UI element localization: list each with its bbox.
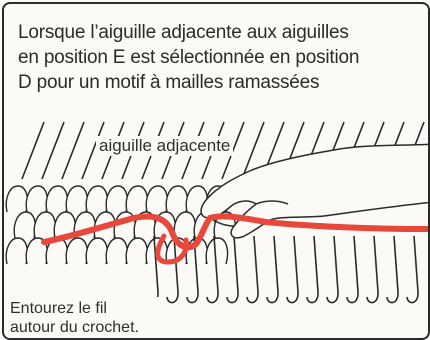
- stitch-loop: [126, 238, 147, 264]
- needle-hook: [247, 236, 258, 303]
- needle-hook: [267, 236, 278, 303]
- needle-hook: [347, 236, 358, 303]
- caption-line-1: Lorsque l’aiguille adjacente aux aiguill…: [18, 20, 418, 45]
- needle-hook: [367, 236, 378, 303]
- instruction-line-1: Entourez le fil: [10, 299, 160, 318]
- caption: Lorsque l’aiguille adjacente aux aiguill…: [18, 20, 418, 95]
- stitch-loop: [26, 186, 47, 212]
- needle-hook: [307, 236, 318, 303]
- needle-hook: [287, 236, 298, 303]
- instruction-label: Entourez le fil autour du crochet.: [6, 297, 164, 340]
- needle-hook: [387, 236, 398, 303]
- stitch-loop: [6, 238, 27, 264]
- needle-shaft: [22, 122, 44, 179]
- needle-hook: [327, 236, 338, 303]
- stitch-loop: [34, 212, 55, 238]
- stitch-loop: [86, 186, 107, 212]
- stitch-loop: [66, 238, 87, 264]
- needle-hook: [407, 236, 418, 303]
- adjacent-needle-label: aiguille adjacente: [96, 136, 233, 156]
- instruction-line-2: autour du crochet.: [10, 318, 160, 337]
- caption-line-2: en position E est sélectionnée en positi…: [18, 45, 418, 70]
- stitch-loop: [126, 186, 147, 212]
- stitch-loop: [146, 186, 167, 212]
- stitch-loop: [206, 238, 227, 264]
- needle-hook: [227, 236, 238, 303]
- stitch-loop: [106, 238, 127, 264]
- stitch-loop: [166, 186, 187, 212]
- stitch-loop: [106, 186, 127, 212]
- stitch-loop: [14, 212, 35, 238]
- stitch-loop: [86, 238, 107, 264]
- stitch-loop: [46, 186, 67, 212]
- stitch-loop: [6, 186, 27, 212]
- needle-shaft: [62, 122, 84, 179]
- knitted-fabric: [6, 186, 235, 264]
- stitch-loop: [66, 186, 87, 212]
- caption-line-3: D pour un motif à mailles ramassées: [18, 70, 418, 95]
- stitch-loop: [174, 212, 195, 238]
- needle-shaft: [42, 122, 64, 179]
